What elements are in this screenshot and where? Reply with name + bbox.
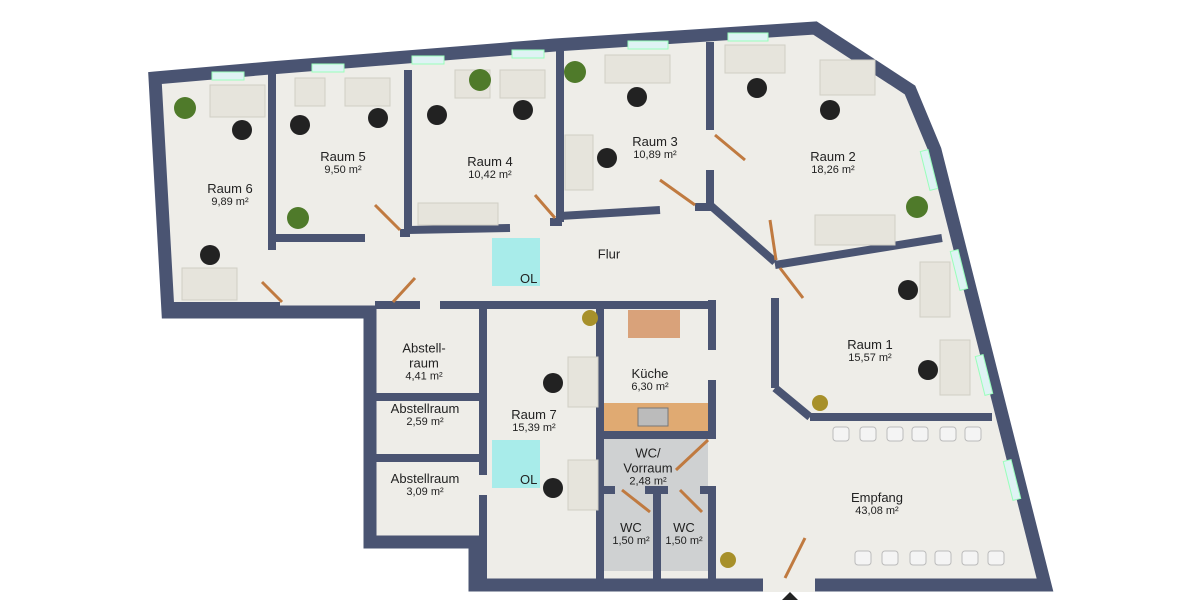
room-name: Raum 2 bbox=[810, 149, 856, 164]
windows bbox=[211, 32, 1022, 501]
room-area: 18,26 m² bbox=[811, 164, 855, 176]
room-label-flur: Flur bbox=[598, 247, 620, 262]
sink-icon bbox=[637, 407, 669, 427]
reception-chairs bbox=[832, 426, 1005, 566]
room-area: 9,89 m² bbox=[211, 196, 249, 208]
room-name: Raum 5 bbox=[320, 149, 366, 164]
interior-walls bbox=[168, 42, 992, 585]
room-area: 15,57 m² bbox=[848, 352, 892, 364]
room-name: WC/ Vorraum bbox=[623, 445, 673, 476]
room-name: Raum 3 bbox=[632, 134, 678, 149]
room-name: Raum 4 bbox=[467, 154, 513, 169]
room-area: 3,09 m² bbox=[406, 486, 444, 498]
room-name: Empfang bbox=[850, 490, 904, 505]
room-area: 10,89 m² bbox=[633, 149, 677, 161]
desks bbox=[181, 44, 971, 511]
entrance-arrow-icon bbox=[782, 592, 798, 600]
kitchen-table bbox=[628, 310, 680, 338]
room-name: WC bbox=[620, 520, 642, 535]
room-area: 2,59 m² bbox=[406, 416, 444, 428]
skylight bbox=[492, 440, 540, 488]
entrance-door-opening[interactable] bbox=[763, 578, 815, 592]
room-name: Raum 1 bbox=[847, 337, 893, 352]
room-name: Abstellraum bbox=[390, 401, 460, 416]
room-area: 43,08 m² bbox=[855, 505, 899, 517]
skylight bbox=[492, 238, 540, 286]
room-area: 15,39 m² bbox=[512, 422, 556, 434]
room-name: Flur bbox=[597, 246, 621, 262]
room-name: Raum 7 bbox=[511, 407, 557, 422]
room-area: 1,50 m² bbox=[665, 535, 703, 547]
room-area: 9,50 m² bbox=[324, 164, 362, 176]
room-area: 1,50 m² bbox=[612, 535, 650, 547]
room-area: 10,42 m² bbox=[468, 169, 512, 181]
room-area: 6,30 m² bbox=[631, 381, 669, 393]
doors bbox=[260, 133, 807, 579]
skylight-label: OL bbox=[520, 271, 538, 286]
room-name: Abstell- raum bbox=[402, 340, 446, 371]
plants bbox=[174, 61, 928, 568]
room-name: Küche bbox=[631, 366, 669, 381]
room-name: Abstellraum bbox=[390, 471, 460, 486]
room-area: 2,48 m² bbox=[629, 475, 667, 488]
office-chairs bbox=[200, 78, 938, 498]
skylight-label: OL bbox=[520, 472, 538, 487]
room-name: WC bbox=[673, 520, 695, 535]
room-name: Raum 6 bbox=[207, 181, 253, 196]
room-area: 4,41 m² bbox=[405, 370, 443, 383]
